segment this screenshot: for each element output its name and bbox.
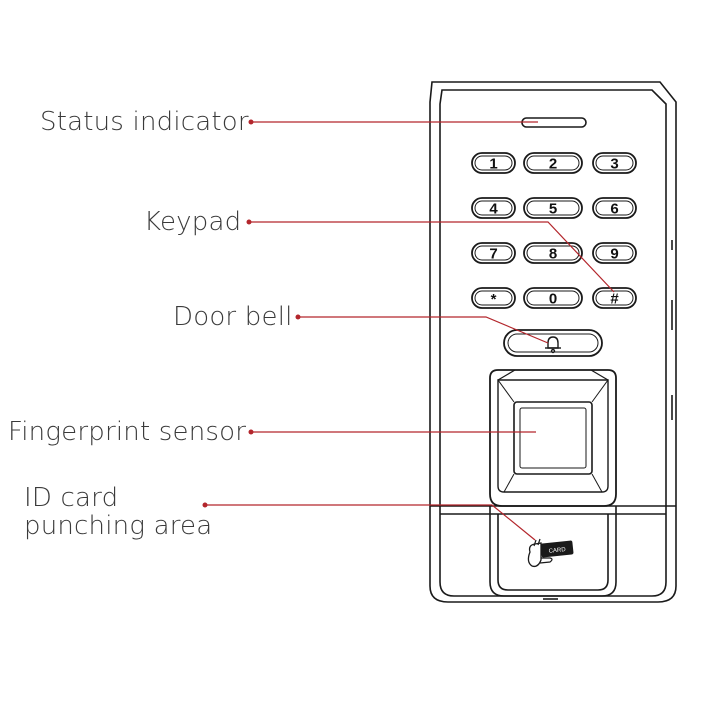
label-door-bell: Door bell xyxy=(173,302,293,332)
leader-door-bell xyxy=(295,314,549,344)
key-9[interactable]: 9 xyxy=(592,242,637,264)
key-1-label: 1 xyxy=(489,156,497,173)
key-hash[interactable]: # xyxy=(592,287,637,309)
label-status-indicator: Status indicator xyxy=(40,107,249,137)
key-hash-label: # xyxy=(610,291,619,308)
key-5-label: 5 xyxy=(549,201,557,218)
hand-card-icon: CARD xyxy=(527,538,574,568)
key-star[interactable]: * xyxy=(471,287,516,309)
key-6[interactable]: 6 xyxy=(592,197,637,219)
key-6-label: 6 xyxy=(610,201,618,218)
door-bell-button[interactable] xyxy=(503,329,603,357)
key-star-label: * xyxy=(491,291,497,308)
fingerprint-sensor[interactable] xyxy=(489,369,617,507)
label-fingerprint-sensor: Fingerprint sensor xyxy=(8,417,247,447)
device-body xyxy=(429,81,677,603)
key-5[interactable]: 5 xyxy=(523,197,583,219)
key-4-label: 4 xyxy=(489,201,498,218)
bell-icon xyxy=(545,336,561,354)
key-8[interactable]: 8 xyxy=(523,242,583,264)
key-1[interactable]: 1 xyxy=(471,152,516,174)
keypad: 1 2 3 4 5 6 7 xyxy=(471,152,637,309)
key-8-label: 8 xyxy=(549,246,557,263)
label-id-card-line2: punching area xyxy=(24,511,213,541)
key-2-label: 2 xyxy=(549,156,557,173)
leader-fingerprint-sensor xyxy=(248,429,536,435)
leader-status-indicator xyxy=(248,119,538,125)
leader-id-card xyxy=(202,502,536,541)
key-7[interactable]: 7 xyxy=(471,242,516,264)
key-9-label: 9 xyxy=(610,246,618,263)
key-0[interactable]: 0 xyxy=(523,287,583,309)
key-4[interactable]: 4 xyxy=(471,197,516,219)
key-0-label: 0 xyxy=(549,291,557,308)
leader-lines xyxy=(202,119,615,541)
label-keypad: Keypad xyxy=(144,207,242,237)
leader-keypad xyxy=(246,219,615,293)
key-2[interactable]: 2 xyxy=(523,152,583,174)
id-card-area[interactable] xyxy=(489,506,617,597)
key-3-label: 3 xyxy=(610,156,618,173)
label-id-card-line1: ID card xyxy=(24,483,119,513)
key-7-label: 7 xyxy=(489,246,497,263)
card-icon-label: CARD xyxy=(548,547,566,555)
key-3[interactable]: 3 xyxy=(592,152,637,174)
